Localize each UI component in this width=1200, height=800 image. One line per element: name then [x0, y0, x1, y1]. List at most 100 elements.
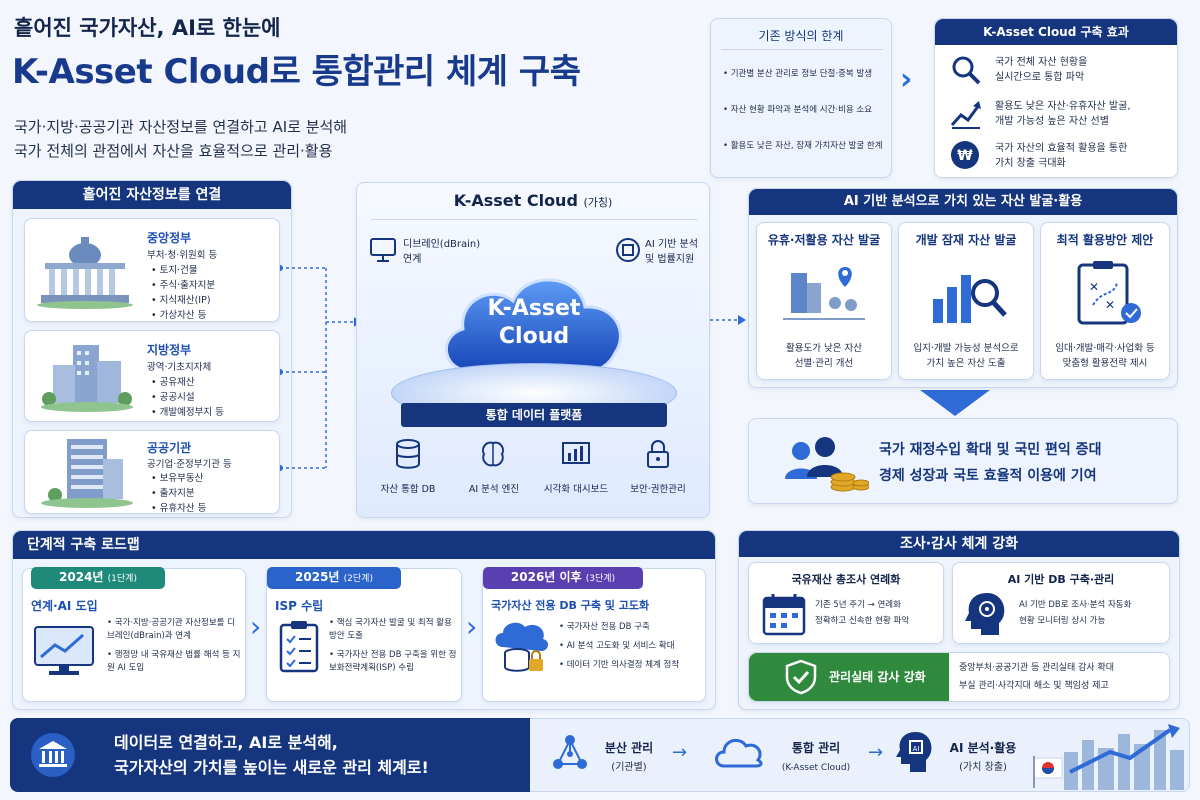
calendar-icon — [762, 594, 806, 636]
footer-message: 데이터로 연결하고, AI로 분석해,국가자산의 가치를 높이는 새로운 관리 … — [114, 733, 429, 777]
shield-check-icon — [785, 659, 817, 695]
cloud-outline-icon — [715, 738, 763, 768]
roadmap-title: 단계적 구축 로드맵 — [13, 531, 715, 559]
arrow-right-icon: → — [868, 742, 884, 763]
ai-col-title: 개발 잠재 자산 발굴 — [915, 233, 1017, 247]
org-items: 보유부동산출자지분유휴자산 등 — [151, 471, 207, 516]
down-arrow-icon — [920, 390, 990, 416]
step-title: 국가자산 전용 DB 구축 및 고도화 — [491, 599, 650, 612]
connector-lines — [280, 265, 360, 471]
footer-flow-bar — [530, 718, 1190, 792]
svg-text:✕: ✕ — [1089, 280, 1099, 294]
chevron-right-icon: › — [900, 62, 913, 97]
magnifier-icon — [952, 56, 981, 85]
header-kicker: 흩어진 국가자산, AI로 한눈에 — [14, 16, 281, 40]
svg-text:₩: ₩ — [957, 148, 973, 164]
audit-title: 조사·감사 체계 강화 — [739, 531, 1179, 557]
platform-label: 통합 데이터 플랫폼 — [401, 403, 667, 427]
ai-head-icon — [965, 593, 1005, 635]
connect-title: 흩어진 자산정보를 연결 — [13, 181, 291, 209]
effect-item-2: 활용도 낮은 자산·유휴자산 발굴,개발 가능성 높은 자산 선별 — [995, 101, 1131, 127]
module-label: AI 분석 엔진 — [468, 484, 520, 495]
people-coins-icon — [785, 437, 869, 492]
audit-inspect-title: 관리실태 감사 강화 — [829, 670, 926, 684]
ai-discover-title: AI 기반 분석으로 가치 있는 자산 발굴·활용 — [749, 189, 1177, 215]
svg-text:✕: ✕ — [1105, 298, 1115, 312]
org-card-central: 중앙정부 부처·청·위원회 등 토지·건물주식·출자지분지식재산(IP)가상자산… — [24, 218, 280, 322]
page-subtitle-2: 국가 전체의 관점에서 자산을 효율적으로 관리·활용 — [14, 142, 333, 160]
arrow-right-icon: → — [672, 742, 688, 763]
brain-icon — [482, 441, 504, 467]
cloud-icon — [445, 278, 622, 373]
step-items: 국가자산 전용 DB 구축 AI 분석 고도화 및 서비스 확대 데이터 기반 … — [559, 621, 703, 672]
cloud-panel: K-Asset Cloud (가칭) 디브레인(dBrain)연계 AI 기반 … — [356, 182, 710, 518]
audit-inspect-header — [749, 653, 949, 701]
chevron-right-icon: › — [250, 610, 262, 643]
database-icon — [396, 439, 420, 469]
lock-icon — [647, 440, 669, 468]
limit-item: • 자산 현황 파악과 분석에 시간·비용 소요 — [723, 105, 873, 115]
strategy-clipboard-icon: ✕✕ — [1077, 261, 1141, 325]
audit-aidb-title: AI 기반 DB 구축·관리 — [1007, 573, 1115, 586]
limit-item: • 활용도 낮은 자산, 잠재 가치자산 발굴 한계 — [723, 141, 883, 151]
step-year: 2026년 이후 (3단계) — [483, 567, 643, 589]
bar-magnifier-icon — [933, 275, 1007, 323]
step-items: 핵심 국가자산 발굴 및 최적 활용방안 도출 국가자산 전용 DB 구축을 위… — [329, 617, 459, 675]
step-year: 2025년 (2단계) — [267, 567, 401, 589]
roadmap-step-3: 2026년 이후 (3단계) 국가자산 전용 DB 구축 및 고도화 국가자산 … — [482, 567, 706, 702]
monitor-icon — [370, 238, 396, 262]
won-coin-icon: ₩ — [951, 141, 979, 169]
monitor-chart-icon — [34, 626, 94, 675]
org-card-local: 지방정부 광역·기초지자체 공유재산공공시설개발예정부지 등 — [24, 330, 280, 422]
step-title: 연계·AI 도입 — [31, 599, 98, 613]
roadmap-step-2: 2025년 (2단계) ISP 수립 핵심 국가자산 발굴 및 최적 활용방안 … — [266, 567, 462, 702]
page-title: K-Asset Cloud로 통합관리 체계 구축 — [12, 52, 581, 92]
org-sub: 부처·청·위원회 등 — [147, 250, 218, 261]
flow-step: 통합 관리(K-Asset Cloud) — [781, 741, 851, 773]
org-name: 공공기관 — [147, 441, 192, 455]
ai-chip-icon — [616, 238, 640, 262]
ai-col-title: 최적 활용방안 제안 — [1056, 233, 1154, 247]
city-map-pin-icon — [783, 267, 865, 320]
org-sub: 공기업·준정부기관 등 — [147, 459, 232, 470]
page-subtitle-1: 국가·지방·공공기관 자산정보를 연결하고 AI로 분석해 — [14, 118, 348, 136]
dashboard-chart-icon — [562, 442, 590, 464]
org-sub: 광역·기초지자체 — [147, 362, 212, 373]
audit-survey-title: 국유재산 총조사 연례화 — [791, 573, 901, 586]
checklist-icon — [279, 621, 319, 673]
org-items: 토지·건물주식·출자지분지식재산(IP)가상자산 등 — [151, 263, 215, 323]
flow-step: 분산 관리(기관별) — [604, 741, 654, 773]
flow-step: AI 분석·활용(가치 창출) — [949, 741, 1017, 773]
limits-card: 기존 방식의 한계 • 기관별 분산 관리로 정보 단절·중복 발생 • 자산 … — [710, 18, 892, 178]
limits-title: 기존 방식의 한계 — [758, 29, 844, 43]
cloud-database-icon — [495, 622, 549, 672]
step-title: ISP 수립 — [275, 599, 324, 613]
module-label: 보안·권한관리 — [630, 484, 686, 495]
government-icon — [31, 733, 75, 777]
network-icon — [553, 735, 587, 769]
step-year: 2024년 (1단계) — [31, 567, 165, 589]
dbrain-label: 디브레인(dBrain)연계 — [403, 239, 481, 265]
module-label: 자산 통합 DB — [380, 484, 436, 495]
footer-banner — [10, 718, 530, 792]
roadmap-step-1: 2024년 (1단계) 연계·AI 도입 국가·지방·공공기관 자산정보를 디브… — [22, 567, 246, 702]
org-name: 지방정부 — [147, 343, 192, 357]
ai-col-title: 유휴·저활용 자산 발굴 — [767, 233, 881, 247]
